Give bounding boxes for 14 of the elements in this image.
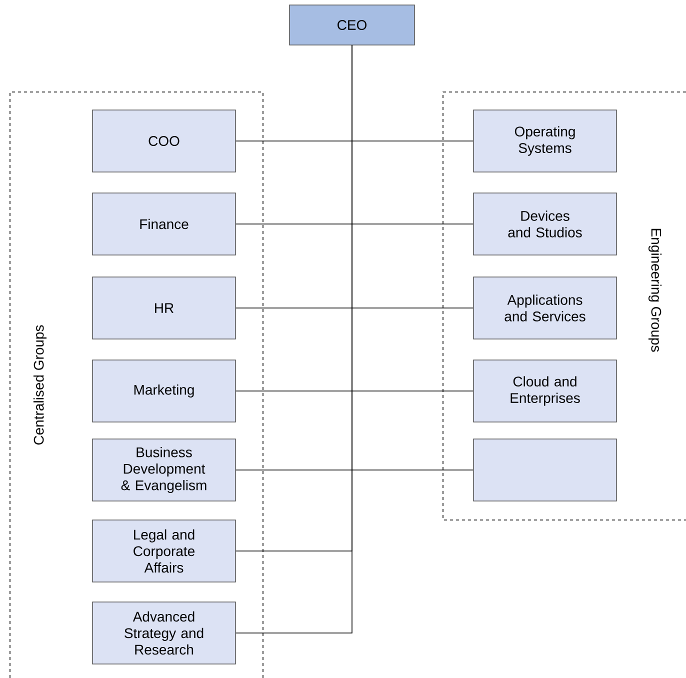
role-box: Devices and Studios bbox=[473, 192, 617, 256]
role-box: Marketing bbox=[92, 360, 236, 422]
empty-box bbox=[473, 438, 617, 502]
role-box: Applications and Services bbox=[473, 276, 617, 340]
role-box: COO bbox=[92, 110, 236, 172]
role-box: Business Development & Evangelism bbox=[92, 438, 236, 502]
role-box: Legal and Corporate Affairs bbox=[92, 520, 236, 582]
role-box: Operating Systems bbox=[473, 110, 617, 172]
role-box: Finance bbox=[92, 192, 236, 256]
connector-line bbox=[352, 45, 474, 470]
role-box: Cloud and Enterprises bbox=[473, 360, 617, 422]
role-box: CEO bbox=[289, 4, 415, 46]
role-box: HR bbox=[92, 276, 236, 340]
role-box: Advanced Strategy and Research bbox=[92, 602, 236, 664]
